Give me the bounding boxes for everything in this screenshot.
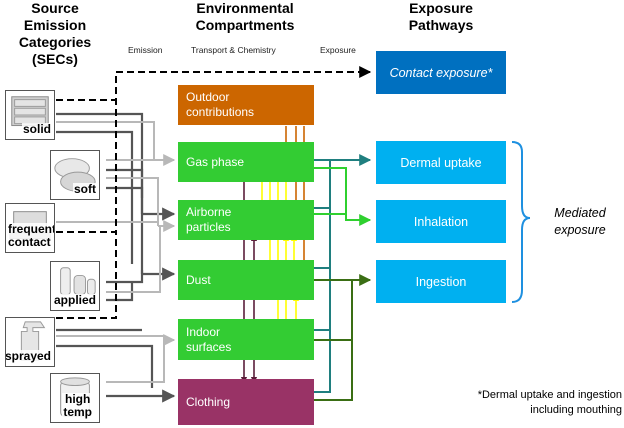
source-soft: soft [50, 150, 100, 200]
compartment-indoor-surfaces: Indoor surfaces [178, 319, 314, 360]
pathway-dermal-uptake: Dermal uptake [376, 141, 506, 184]
header-pathways: Exposure Pathways [408, 0, 474, 33]
subheader-emission: Emission [128, 45, 163, 55]
compartment-dust: Dust [178, 260, 314, 300]
compartment-clothing: Clothing [178, 379, 314, 425]
compartment-outdoor: Outdoor contributions [178, 85, 314, 125]
pathway-contact-exposure: Contact exposure* [376, 51, 506, 94]
mediated-bracket [511, 141, 531, 303]
subheader-transport: Transport & Chemistry [191, 45, 276, 55]
source-label: high temp [62, 392, 93, 419]
emission-lines-dark [56, 112, 176, 403]
footnote: *Dermal uptake and ingestion including m… [477, 389, 622, 416]
mediated-exposure-label: Mediated exposure [554, 206, 606, 237]
source-solid: solid [5, 90, 55, 140]
source-high-temp: high temp [50, 373, 100, 423]
teal-exposure-lines [314, 154, 372, 393]
green-exposure-lines [314, 167, 372, 226]
emission-lines-light [56, 121, 176, 383]
source-label: sprayed [5, 349, 52, 363]
source-label: soft [73, 182, 97, 196]
header-sources: Source Emission Categories (SECs) [18, 0, 92, 67]
source-label: frequent contact [7, 222, 55, 249]
source-label: solid [21, 122, 52, 136]
exchange-arrows [258, 174, 300, 328]
compartment-gas-phase: Gas phase [178, 142, 314, 182]
header-compartments: Environmental Compartments [195, 0, 295, 33]
source-applied: applied [50, 261, 100, 311]
source-sprayed: sprayed [5, 317, 55, 367]
darkgreen-exposure-lines [314, 274, 372, 401]
contact-dashed-lines [56, 66, 372, 319]
pathway-inhalation: Inhalation [376, 200, 506, 243]
cabinet-icon [11, 96, 49, 127]
compartment-airborne-particles: Airborne particles [178, 200, 314, 240]
subheader-exposure: Exposure [320, 45, 356, 55]
source-label: applied [52, 293, 97, 307]
source-frequent-contact: frequent contact [5, 203, 55, 253]
pathway-ingestion: Ingestion [376, 260, 506, 303]
